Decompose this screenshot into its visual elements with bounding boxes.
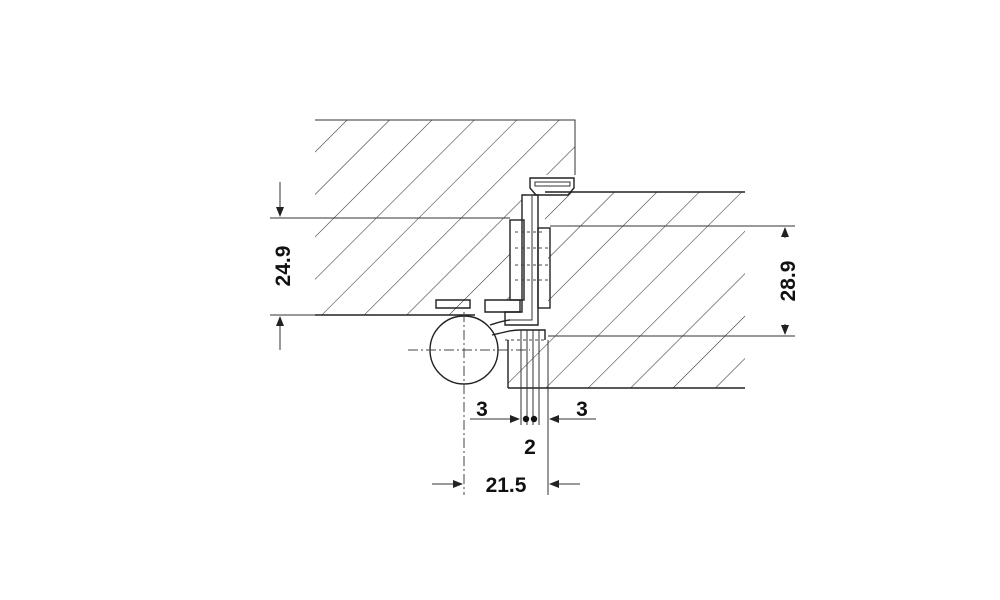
dimension-total-width: 21.5 — [432, 474, 580, 497]
centerlines — [408, 312, 549, 495]
dimension-label-center-gap: 2 — [524, 436, 536, 459]
door-leaf-section — [507, 191, 745, 389]
dimension-left-offset: 3 — [470, 398, 520, 423]
dimension-right-offset: 3 — [549, 398, 596, 423]
dimension-label-left-offset: 3 — [476, 398, 488, 421]
dimension-label-right-offset: 3 — [576, 398, 588, 421]
dimension-frame-gap: 24.9 — [270, 182, 510, 350]
dimension-label-total-width: 21.5 — [486, 474, 527, 497]
dimension-center-gap: 2 — [522, 415, 538, 459]
dimension-label-frame-gap: 24.9 — [272, 246, 295, 287]
dimension-leaf-gap: 28.9 — [548, 225, 800, 337]
dimension-label-leaf-gap: 28.9 — [777, 261, 800, 302]
